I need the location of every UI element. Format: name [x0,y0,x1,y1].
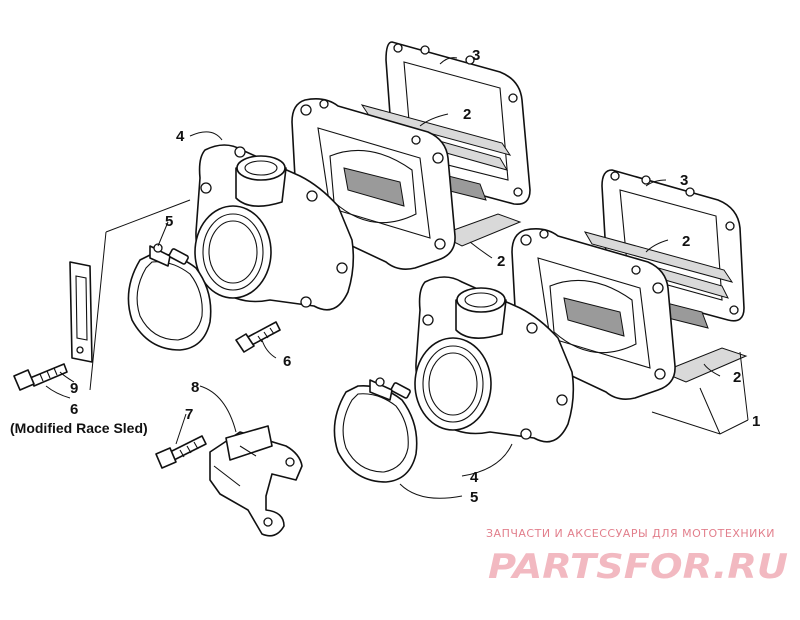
callout-4-upper: 4 [176,128,185,145]
bracket-strip [69,261,93,363]
callout-4-lower: 4 [470,469,479,486]
hose-clamp-lower [333,377,418,483]
callout-2-upper-stop: 2 [497,253,505,270]
callout-5-upper: 5 [165,213,173,230]
screw-bracket [155,435,207,469]
callout-5-lower: 5 [470,489,478,506]
callout-2-lower-petals: 2 [682,233,690,250]
callout-3-upper: 3 [472,47,480,64]
watermark-logo: PARTSFOR.RU [488,547,788,587]
mounting-bracket [209,425,303,537]
callout-8: 8 [191,379,199,396]
callout-7: 7 [185,406,193,423]
callout-9: 9 [70,380,78,397]
callout-3-lower: 3 [680,172,688,189]
watermark: ЗАПЧАСТИ И АКСЕССУАРЫ ДЛЯ МОТОТЕХНИКИ PA… [486,527,788,587]
intake-boot-upper [194,144,355,311]
callout-6-upper: 6 [283,353,291,370]
race-sled-note: (Modified Race Sled) [10,420,148,436]
intake-boot-lower [414,276,575,443]
callout-2-lower-stop: 2 [733,369,741,386]
callout-2-upper-petals: 2 [463,106,471,123]
hose-clamp-upper [127,243,212,351]
watermark-tagline: ЗАПЧАСТИ И АКСЕССУАРЫ ДЛЯ МОТОТЕХНИКИ [486,527,775,540]
callout-6-race: 6 [70,401,78,418]
screw-upper [235,321,281,353]
callout-1: 1 [752,413,760,430]
leader-lines [45,57,749,499]
screw-race-sled [13,363,68,391]
